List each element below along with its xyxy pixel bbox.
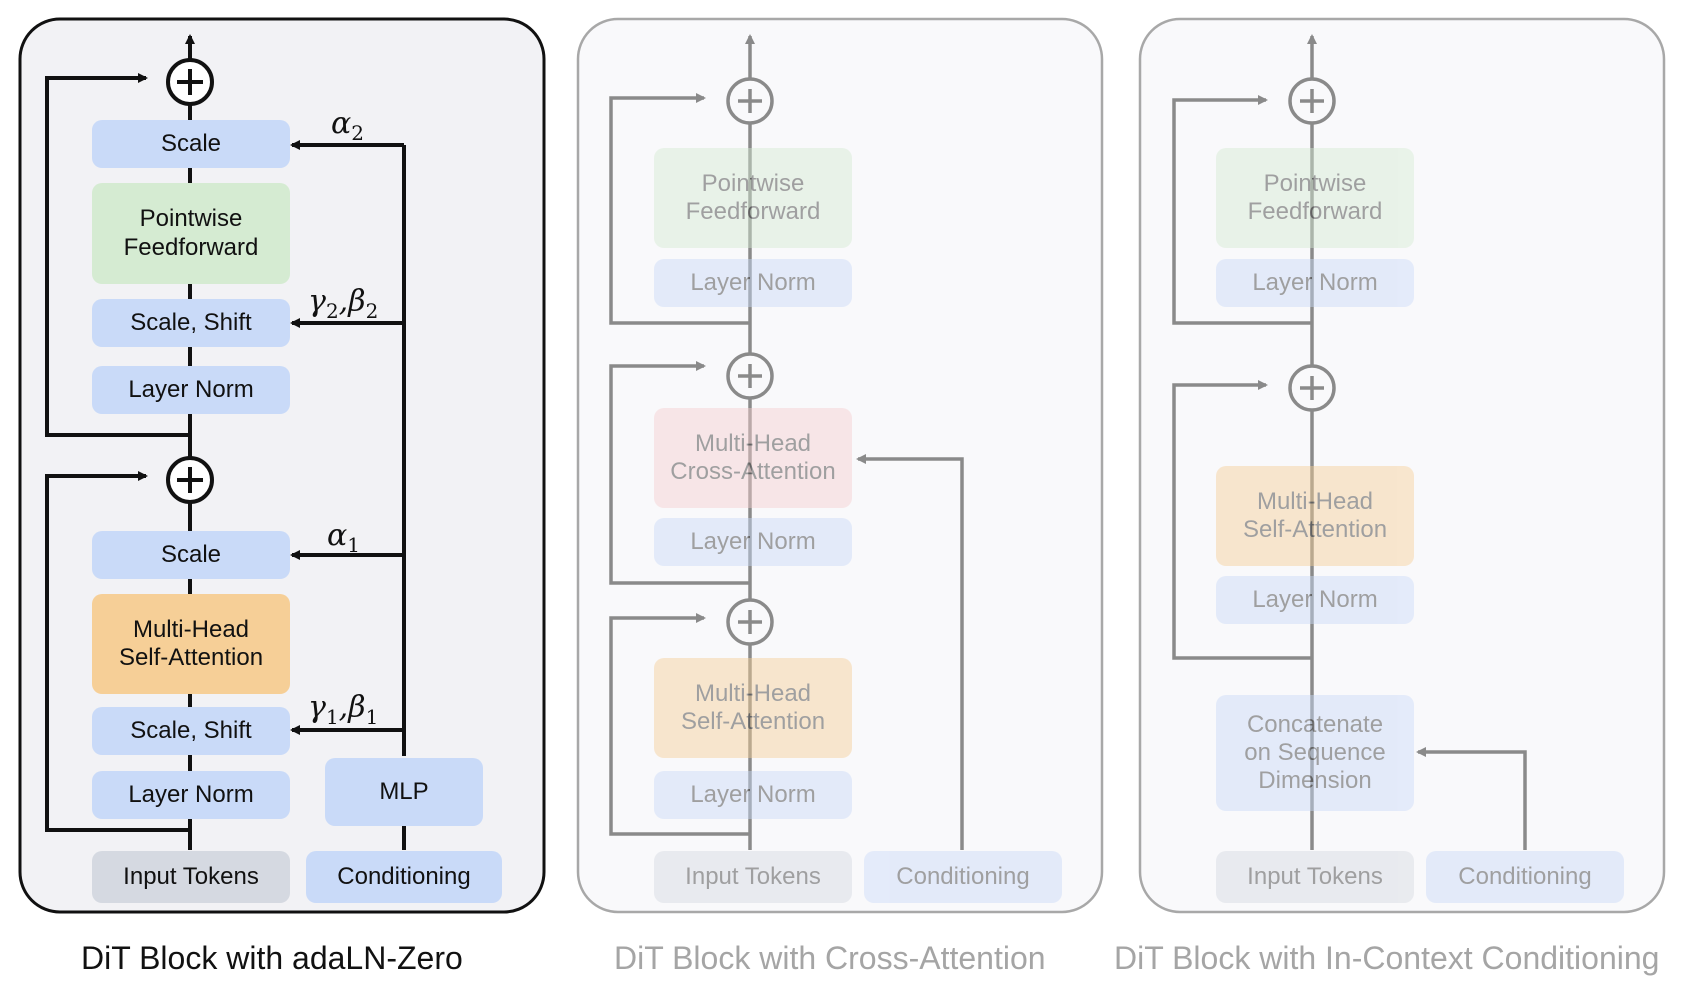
alpha1-label: α1 <box>327 518 360 557</box>
symbol: γ <box>308 284 326 319</box>
self-attention-box: Multi-Head Self-Attention <box>1216 466 1414 566</box>
mlp-box: MLP <box>325 758 483 826</box>
add-node-top <box>166 58 214 106</box>
symbol-2: β <box>348 690 366 725</box>
add-node-2 <box>726 352 774 400</box>
subscript: 2 <box>325 299 339 323</box>
self-attention-box: Multi-Head Self-Attention <box>92 594 290 694</box>
layer-norm-box-3: Layer Norm <box>654 771 852 819</box>
add-node-1 <box>1288 77 1336 125</box>
conditioning-box: Conditioning <box>864 851 1062 903</box>
subscript: 1 <box>325 705 339 729</box>
subscript-2: 2 <box>365 299 379 323</box>
subscript-2: 1 <box>365 705 379 729</box>
panel-title-cross-attention: DiT Block with Cross-Attention <box>614 940 1046 976</box>
add-node-bottom <box>166 456 214 504</box>
add-node-3 <box>726 598 774 646</box>
panel-cross-attention-frame <box>576 17 1104 914</box>
input-tokens-box: Input Tokens <box>1216 851 1414 903</box>
pointwise-feedforward-box: Pointwise Feedforward <box>1216 148 1414 248</box>
panel-in-context-frame <box>1138 17 1666 914</box>
alpha2-label: α2 <box>331 106 364 145</box>
input-tokens-box: Input Tokens <box>654 851 852 903</box>
subscript: 2 <box>351 121 364 145</box>
concatenate-box: Concatenate on Sequence Dimension <box>1216 695 1414 811</box>
layer-norm-box-1: Layer Norm <box>654 259 852 307</box>
symbol: α <box>327 518 348 553</box>
conditioning-box: Conditioning <box>1426 851 1624 903</box>
add-node-2 <box>1288 364 1336 412</box>
scale-shift-box-bottom: Scale, Shift <box>92 707 290 755</box>
conditioning-box: Conditioning <box>306 851 502 903</box>
subscript: 1 <box>347 533 360 557</box>
symbol: α <box>331 106 352 141</box>
layer-norm-box-top: Layer Norm <box>92 366 290 414</box>
panel-title-adaln-zero: DiT Block with adaLN-Zero <box>81 940 463 976</box>
input-tokens-box: Input Tokens <box>92 851 290 903</box>
scale-box-top: Scale <box>92 120 290 168</box>
scale-shift-box-top: Scale, Shift <box>92 299 290 347</box>
layer-norm-box-1: Layer Norm <box>1216 259 1414 307</box>
layer-norm-box-bottom: Layer Norm <box>92 771 290 819</box>
panel-title-in-context: DiT Block with In-Context Conditioning <box>1114 940 1660 976</box>
symbol: γ <box>308 690 326 725</box>
add-node-1 <box>726 77 774 125</box>
self-attention-box: Multi-Head Self-Attention <box>654 658 852 758</box>
layer-norm-box-2: Layer Norm <box>1216 576 1414 624</box>
gamma2-beta2-label: γ2,β2 <box>308 284 379 323</box>
scale-box-bottom: Scale <box>92 531 290 579</box>
pointwise-feedforward-box: Pointwise Feedforward <box>92 183 290 284</box>
layer-norm-box-2: Layer Norm <box>654 518 852 566</box>
symbol-2: β <box>348 284 366 319</box>
gamma1-beta1-label: γ1,β1 <box>308 690 379 729</box>
cross-attention-box: Multi-Head Cross-Attention <box>654 408 852 508</box>
pointwise-feedforward-box: Pointwise Feedforward <box>654 148 852 248</box>
